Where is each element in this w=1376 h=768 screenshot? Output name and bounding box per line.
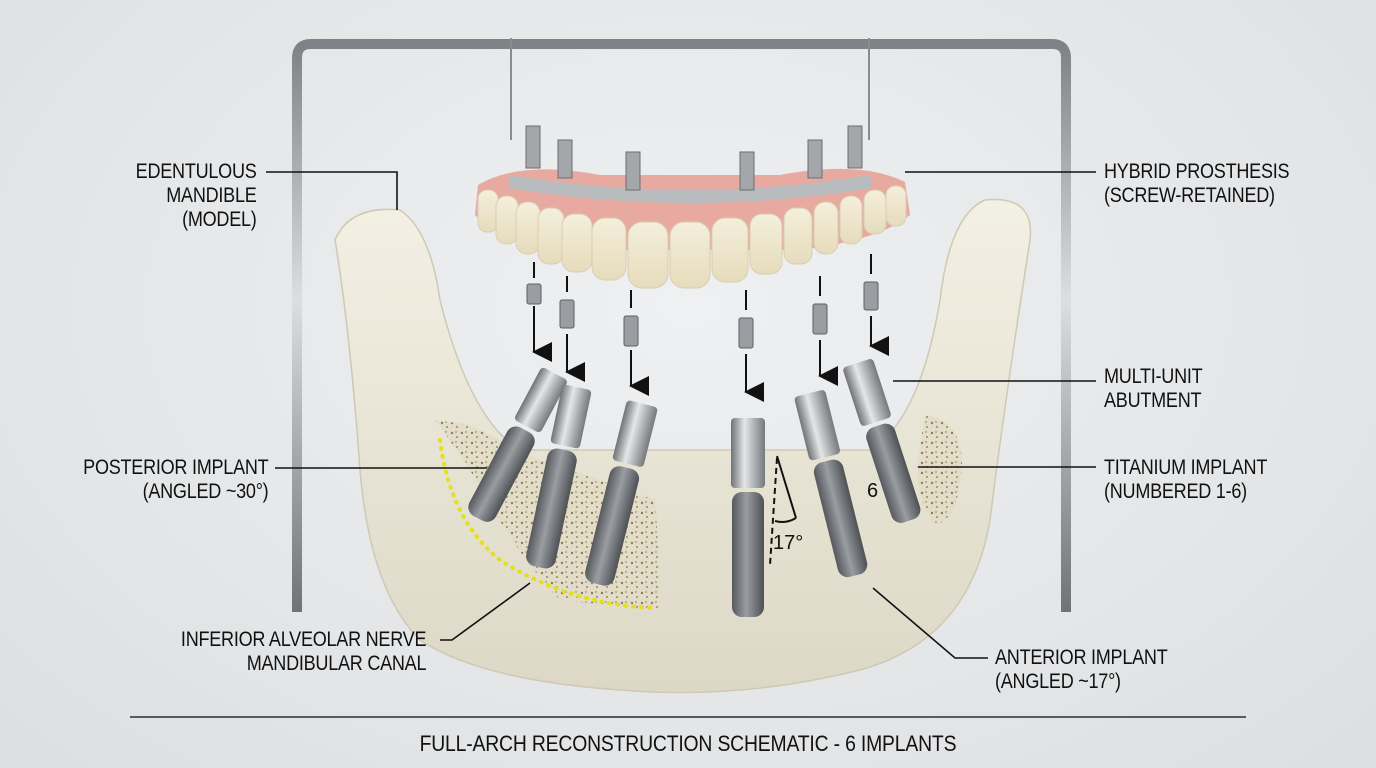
label-line: ANTERIOR IMPLANT bbox=[995, 646, 1168, 669]
label-line: (ANGLED ~30°) bbox=[142, 480, 268, 503]
loose-screws bbox=[526, 281, 879, 349]
diagram-title: FULL-ARCH RECONSTRUCTION SCHEMATIC - 6 I… bbox=[0, 731, 1376, 757]
label-line: TITANIUM IMPLANT bbox=[1104, 456, 1268, 479]
label-line: EDENTULOUS bbox=[136, 160, 257, 183]
implants bbox=[468, 359, 921, 617]
label-line: (MODEL) bbox=[182, 208, 258, 231]
label-line: MANDIBULAR CANAL bbox=[246, 652, 426, 675]
label-line: INFERIOR ALVEOLAR NERVE bbox=[180, 628, 427, 651]
screw-insertion-arrows bbox=[532, 254, 889, 402]
leader-lines bbox=[266, 171, 1096, 659]
label-line: (SCREW-RETAINED) bbox=[1104, 184, 1275, 207]
label-multi-unit-abutment: MULTI-UNIT ABUTMENT bbox=[1104, 365, 1203, 413]
label-titanium-implant: TITANIUM IMPLANT (NUMBERED 1-6) bbox=[1104, 456, 1267, 504]
label-line: POSTERIOR IMPLANT bbox=[82, 456, 269, 479]
label-line: (ANGLED ~17°) bbox=[995, 670, 1121, 693]
label-line: (NUMBERED 1-6) bbox=[1104, 480, 1247, 503]
implant-number-label: 6 bbox=[867, 480, 879, 502]
label-posterior-implant: POSTERIOR IMPLANT (ANGLED ~30°) bbox=[82, 456, 269, 504]
display-stand bbox=[292, 38, 1071, 612]
angle-indicator bbox=[769, 455, 797, 566]
label-edentulous-mandible: EDENTULOUS MANDIBLE (MODEL) bbox=[136, 160, 257, 232]
diagram-title-text: FULL-ARCH RECONSTRUCTION SCHEMATIC - 6 I… bbox=[419, 731, 957, 756]
hybrid-prosthesis bbox=[475, 125, 910, 289]
footer-divider bbox=[130, 716, 1246, 718]
angle-value: 17° bbox=[773, 532, 804, 554]
label-line: MULTI-UNIT bbox=[1104, 365, 1203, 388]
label-inferior-alveolar-nerve: INFERIOR ALVEOLAR NERVE MANDIBULAR CANAL bbox=[180, 628, 427, 676]
label-line: ABUTMENT bbox=[1104, 389, 1202, 412]
label-line: HYBRID PROSTHESIS bbox=[1104, 160, 1290, 183]
label-hybrid-prosthesis: HYBRID PROSTHESIS (SCREW-RETAINED) bbox=[1104, 160, 1290, 208]
label-anterior-implant: ANTERIOR IMPLANT (ANGLED ~17°) bbox=[995, 646, 1168, 694]
label-line: MANDIBLE bbox=[166, 184, 258, 207]
